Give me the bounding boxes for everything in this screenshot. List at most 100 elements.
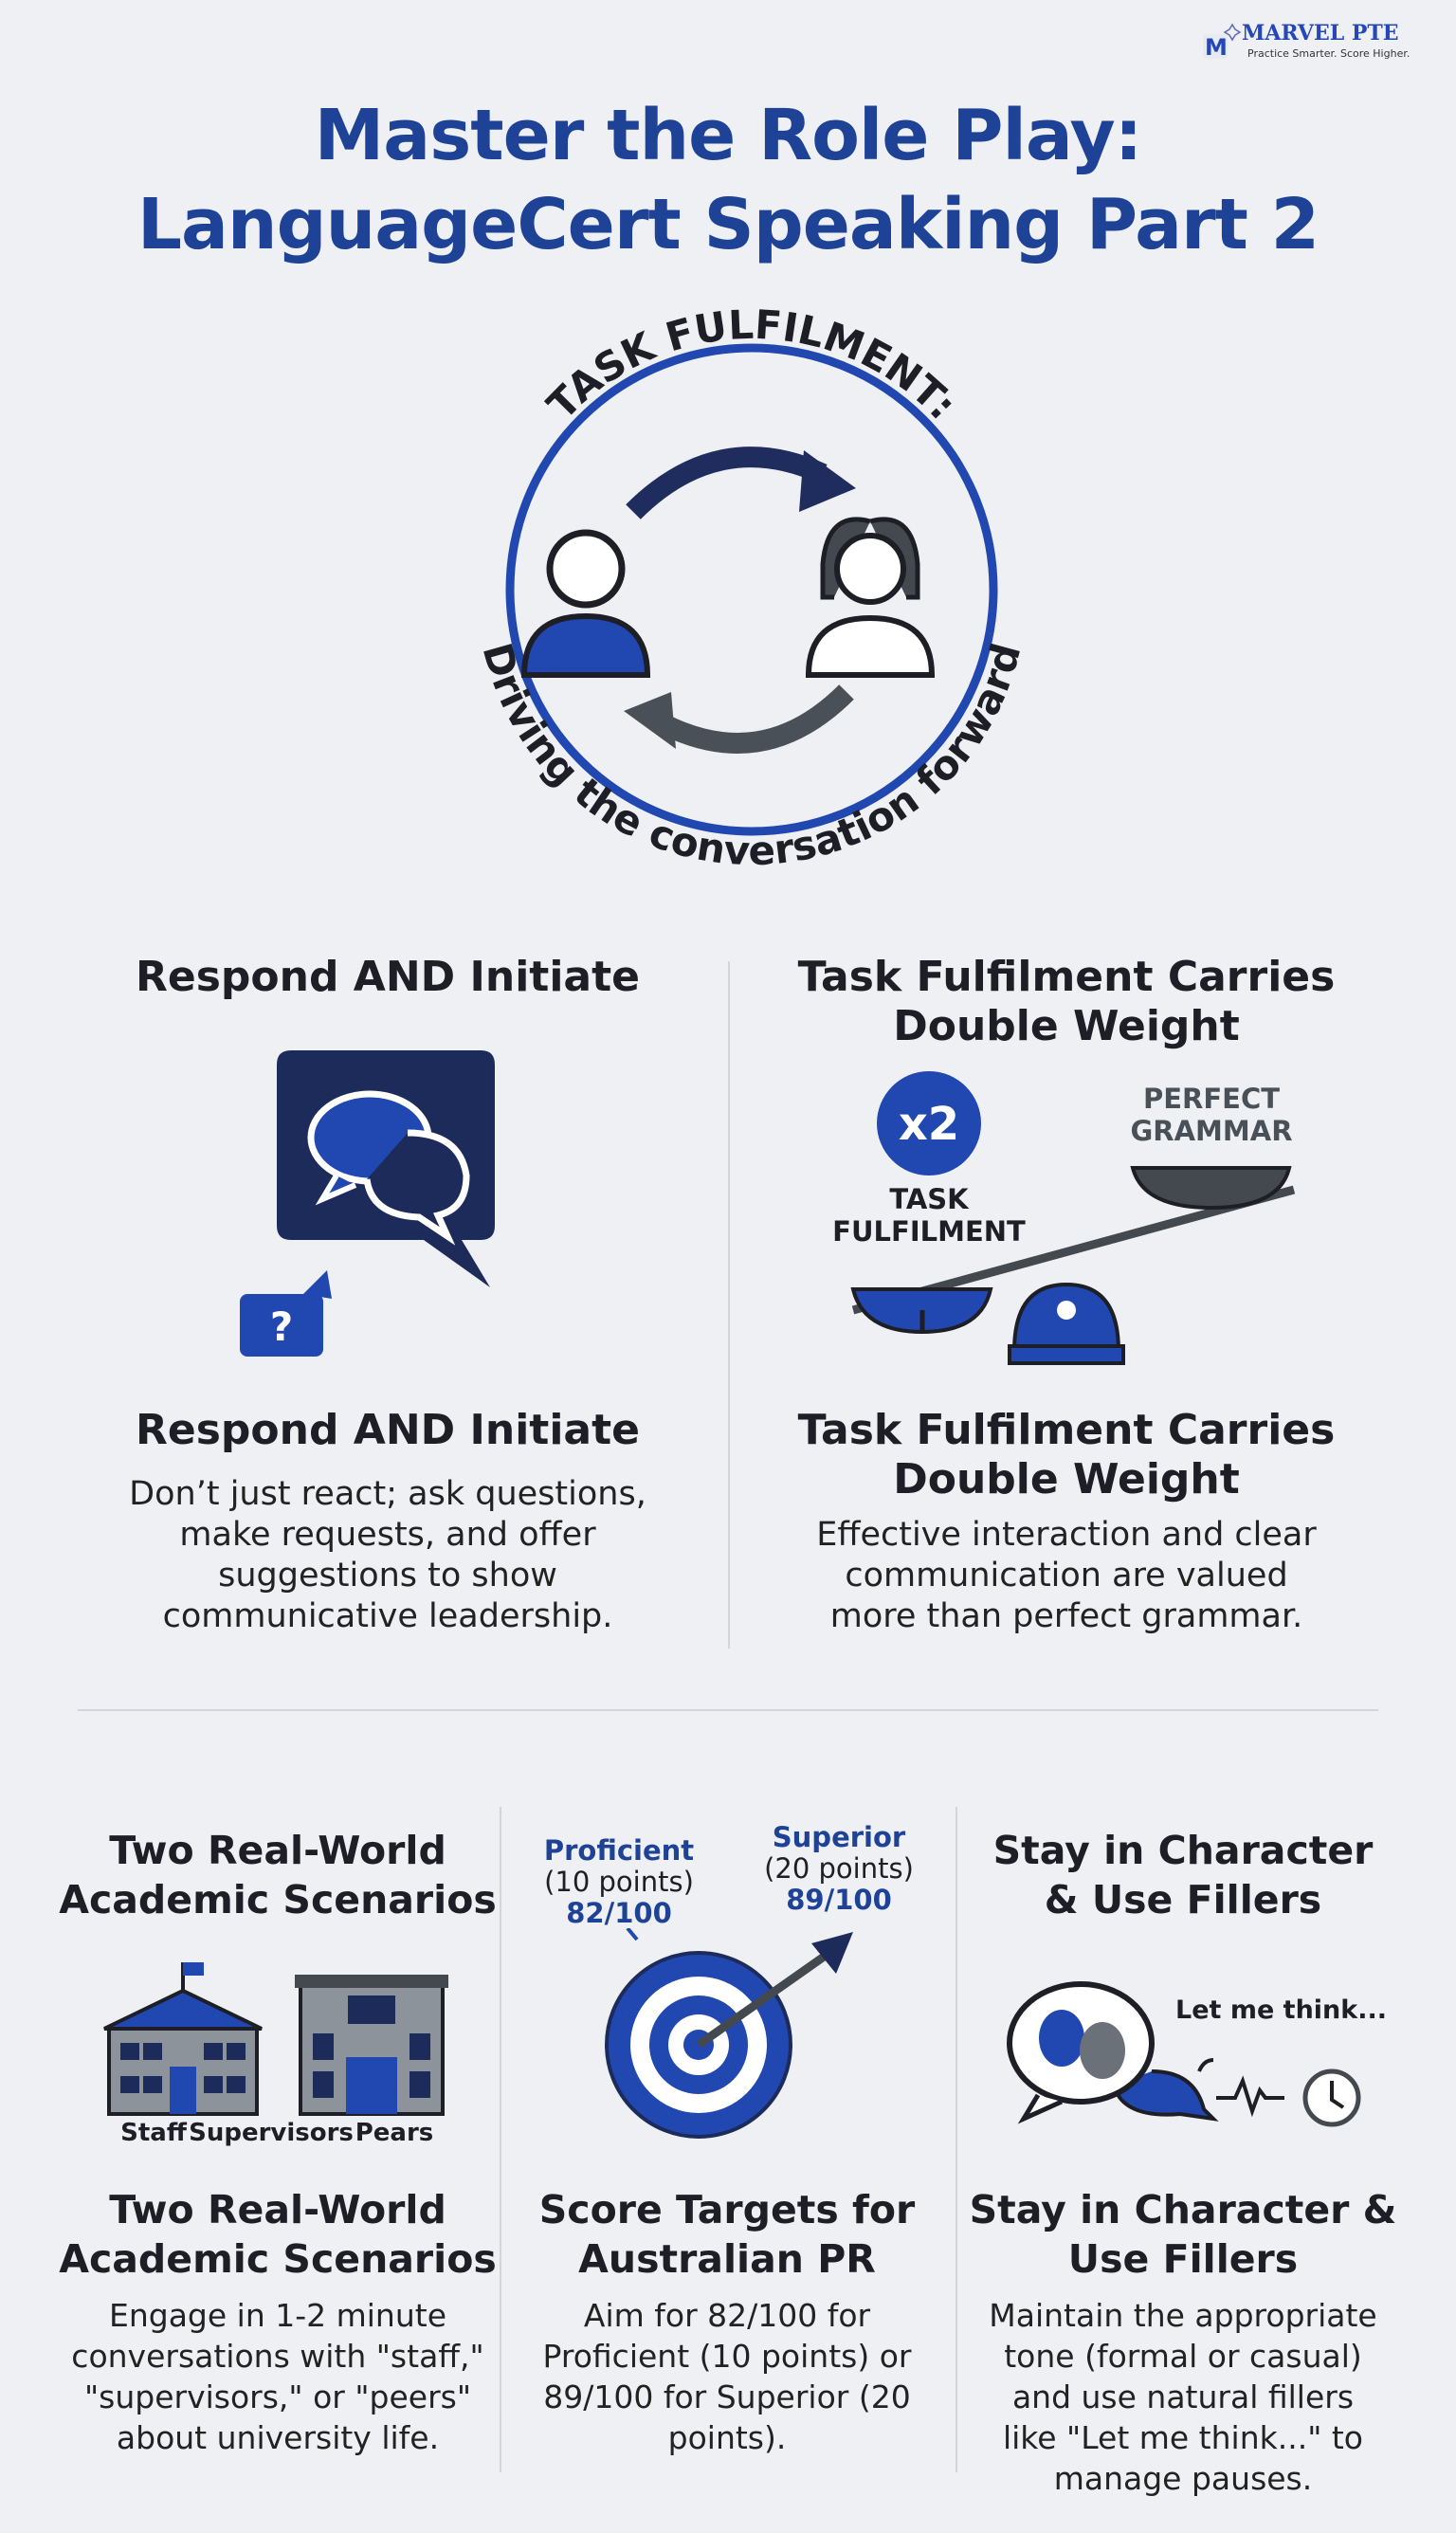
heading-line: Double Weight [893,1002,1240,1050]
heading-line: Stay in Character & [969,2187,1397,2232]
proficient-target: Proficient (10 points) 82/100 [544,1835,694,1929]
x2-badge [877,1071,981,1175]
weight-heading: Task Fulfilment Carries Double Weight [798,953,1336,1051]
body-line: points). [667,2419,787,2456]
left-pan-label: TASK FULFILMENT [832,1183,1026,1248]
body-line: tone (formal or casual) [1004,2338,1362,2375]
person-icon [520,529,651,678]
body-line: communicative leadership. [162,1597,613,1635]
right-pan-label: PERFECT GRAMMAR [1130,1083,1292,1147]
respond-subheading: Respond AND Initiate [136,1406,640,1454]
body-line: communication are valued [845,1557,1288,1595]
logo-tagline: Practice Smarter. Score Higher. [1247,47,1410,60]
body-line: Engage in 1-2 minute [108,2297,447,2334]
arrow-back-icon [651,684,854,754]
office-building-icon [295,1975,448,2116]
body-line: Maintain the appropriate [989,2297,1377,2334]
heading-line: Academic Scenarios [59,1877,497,1923]
heading-line: & Use Fillers [1044,1877,1322,1923]
body-line: Aim for 82/100 for [583,2297,871,2334]
waveform-icon [1216,2075,1284,2118]
target-score: 89/100 [786,1884,892,1916]
vertical-divider-bottom-2 [956,1807,957,2472]
heading-line: Double Weight [893,1455,1240,1503]
heading-line: Score Targets for [538,2187,916,2232]
logo-brand: MARVEL PTE [1242,21,1399,46]
body-line: like "Let me think..." to [1002,2419,1364,2456]
target-name: Superior [772,1821,906,1853]
svg-text:M: M [1205,34,1228,61]
heading-line: Task Fulfilment Carries [797,953,1336,1001]
scenarios-heading: Two Real-World Academic Scenarios [59,1826,497,1924]
university-building-icon [103,1962,263,2116]
label-peers: Pears [355,2119,434,2147]
heading-line: Australian PR [578,2236,876,2282]
label-staff: Staff [120,2119,187,2147]
target-points: (20 points) [764,1852,914,1885]
body-line: Don’t just react; ask questions, [129,1475,646,1513]
body-line: and use natural fillers [1011,2378,1355,2415]
tragedy-mask-icon [1080,2022,1125,2079]
superior-target: Superior (20 points) 89/100 [764,1822,914,1916]
target-name: Proficient [543,1834,695,1867]
comedy-mask-icon [1039,2010,1084,2067]
woman-icon [805,517,936,678]
body-line: "supervisors," or "peers" [83,2378,472,2415]
target-score: 82/100 [566,1897,672,1929]
character-body: Maintain the appropriate tone (formal or… [989,2295,1376,2499]
clock-icon [1302,2068,1361,2127]
horizontal-divider [78,1709,1378,1711]
scenarios-body: Engage in 1-2 minute conversations with … [71,2295,483,2458]
page-title-line-2: LanguageCert Speaking Part 2 [136,184,1320,265]
respond-heading: Respond AND Initiate [136,953,640,1001]
score-body: Aim for 82/100 for Proficient (10 points… [543,2295,912,2458]
question-mark: ? [270,1303,293,1350]
label-line: GRAMMAR [1130,1115,1293,1147]
hero-circle [505,343,998,836]
university-buildings-icon [103,1962,448,2116]
chat-bubbles-icon: ? [240,1050,495,1357]
vertical-divider-top [728,961,730,1649]
heading-line: Two Real-World [109,1828,446,1873]
body-line: suggestions to show [218,1557,557,1595]
right-pan [1130,1166,1292,1211]
scenarios-subheading: Two Real-World Academic Scenarios [59,2185,497,2284]
vertical-divider-bottom-1 [500,1807,501,2472]
label-line: PERFECT [1142,1083,1281,1115]
respond-body: Don’t just react; ask questions, make re… [129,1474,646,1637]
heading-line: Stay in Character [992,1828,1374,1873]
weight-subheading: Task Fulfilment Carries Double Weight [798,1406,1336,1504]
label-line: FULFILMENT [832,1215,1026,1248]
theatre-masks-bubble-icon [1007,1981,1361,2127]
logo: M MARVEL PTE Practice Smarter. Score Hig… [1202,21,1439,63]
hero-emblem: TASK FULFILMENT: Driving the conversatio… [473,301,1029,875]
heading-line: Academic Scenarios [59,2236,497,2282]
body-line: 89/100 for Superior (20 [543,2378,911,2415]
weight-body: Effective interaction and clear communic… [816,1515,1317,1637]
body-line: Proficient (10 points) or [542,2338,912,2375]
character-subheading: Stay in Character & Use Fillers [970,2185,1397,2284]
score-subheading: Score Targets for Australian PR [539,2185,916,2284]
filler-bubble-text: Let me think... [1175,1995,1388,2025]
heading-line: Two Real-World [109,2187,446,2232]
target-points: (10 points) [544,1866,694,1898]
body-line: Effective interaction and clear [816,1516,1317,1554]
hero-arc-top: TASK FULFILMENT: [538,301,966,428]
page-title-line-1: Master the Role Play: [314,95,1143,176]
body-line: manage pauses. [1053,2460,1313,2497]
label-supervisors: Supervisors [189,2119,354,2147]
body-line: more than perfect grammar. [829,1597,1303,1635]
x2-badge-text: x2 [899,1098,959,1151]
arrow-forward-icon [626,446,828,519]
balance-scale-icon: x2 [850,1071,1296,1365]
body-line: make requests, and offer [179,1516,596,1554]
logo-mark-icon: M [1203,23,1242,61]
character-heading: Stay in Character & Use Fillers [993,1826,1374,1924]
heading-line: Task Fulfilment Carries [797,1406,1336,1454]
label-line: TASK [889,1183,969,1215]
target-icon [605,1928,853,2139]
body-line: conversations with "staff," [71,2338,484,2375]
body-line: about university life. [116,2419,440,2456]
heading-line: Use Fillers [1067,2236,1299,2282]
arrow-icon [696,1951,829,2049]
